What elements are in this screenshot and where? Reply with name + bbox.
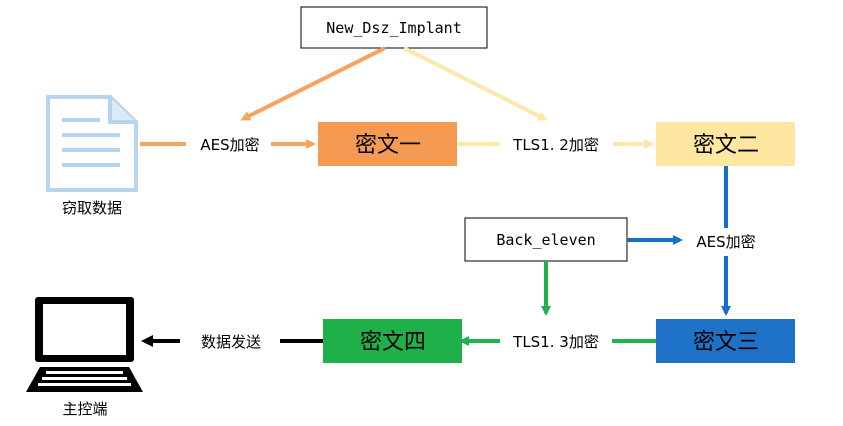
cipher4-box xyxy=(323,319,462,363)
implant-label: New_Dsz_Implant xyxy=(326,19,461,37)
cipher3-label: 密文三 xyxy=(693,330,759,355)
implant-to-tls12-arrow xyxy=(403,46,548,121)
cipher3-box xyxy=(656,319,795,363)
implant-box xyxy=(300,6,488,49)
cipher1-box xyxy=(318,122,457,166)
send-label: 数据发送 xyxy=(201,333,261,351)
tls12-label: TLS1. 2加密 xyxy=(512,136,599,154)
tls13-label: TLS1. 3加密 xyxy=(512,333,599,351)
cipher4-label: 密文四 xyxy=(360,330,426,355)
stolen-data-label: 窃取数据 xyxy=(62,199,122,217)
document-icon xyxy=(46,95,138,192)
computer-icon xyxy=(26,297,143,392)
aes1-label: AES加密 xyxy=(200,136,259,154)
cipher2-label: 密文二 xyxy=(693,133,759,158)
cipher1-label: 密文一 xyxy=(355,133,421,158)
cipher2-box xyxy=(656,122,795,166)
aes2-label: AES加密 xyxy=(696,233,755,251)
back-eleven-label: Back_eleven xyxy=(496,231,595,249)
controller-label: 主控端 xyxy=(62,400,107,418)
implant-to-aes-arrow xyxy=(240,46,386,121)
